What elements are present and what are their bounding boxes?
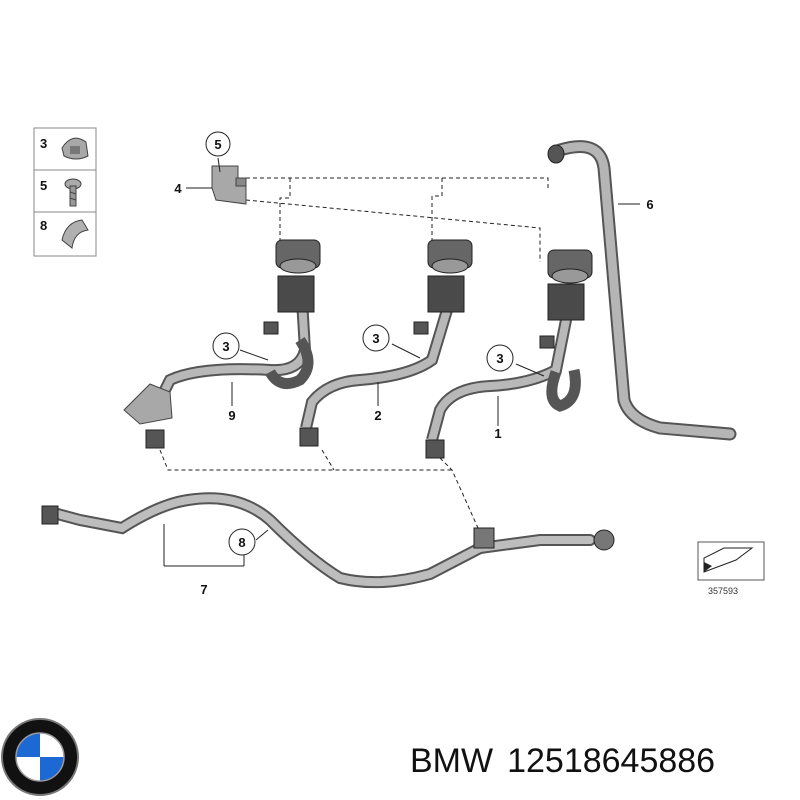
bracket xyxy=(211,165,247,205)
callout-hose-left: 9 xyxy=(228,408,235,423)
callout-circle-clamp-left: 3 xyxy=(212,332,240,360)
hose-clamp-icon xyxy=(61,137,89,160)
callout-circle-bracket-bolt: 5 xyxy=(205,131,231,157)
reference-number: 357593 xyxy=(708,586,738,596)
valve-assembly-middle xyxy=(299,239,473,447)
callout-bracket: 4 xyxy=(174,181,182,196)
legend-number-clamp: 3 xyxy=(40,136,47,151)
svg-text:3: 3 xyxy=(222,339,229,354)
callout-vent-pipe: 6 xyxy=(646,197,653,212)
callout-hose-right: 1 xyxy=(494,426,501,441)
legend-number-screw: 5 xyxy=(40,178,47,193)
part-caption: BMW 12518645886 xyxy=(410,736,790,786)
vent-pipe xyxy=(547,140,737,441)
svg-text:8: 8 xyxy=(238,535,245,550)
bmw-logo xyxy=(1,718,79,796)
reference-box: 357593 xyxy=(697,541,765,596)
callout-circle-clamp-right: 3 xyxy=(486,344,514,372)
valve-assembly-left xyxy=(123,239,321,449)
legend-number-clip: 8 xyxy=(40,218,47,233)
svg-text:5: 5 xyxy=(214,137,221,152)
caption-brand: BMW xyxy=(410,742,494,780)
valve-assembly-right xyxy=(425,249,593,459)
callout-circle-main-line-clip: 8 xyxy=(228,528,256,556)
assembly-guide-lines xyxy=(159,177,549,529)
bracket-clip-icon xyxy=(61,219,89,249)
callout-circle-clamp-middle: 3 xyxy=(362,324,390,352)
svg-text:3: 3 xyxy=(496,351,503,366)
callout-leaders xyxy=(163,157,640,567)
parts-legend: 3 5 8 xyxy=(33,127,97,257)
caption-part-number: 12518645886 xyxy=(507,742,716,780)
callout-main-line: 7 xyxy=(200,582,207,597)
direction-arrow-icon xyxy=(703,547,754,573)
main-fuel-line xyxy=(41,492,615,589)
callout-hose-middle: 2 xyxy=(374,408,381,423)
screw-icon xyxy=(64,178,82,207)
svg-text:3: 3 xyxy=(372,331,379,346)
